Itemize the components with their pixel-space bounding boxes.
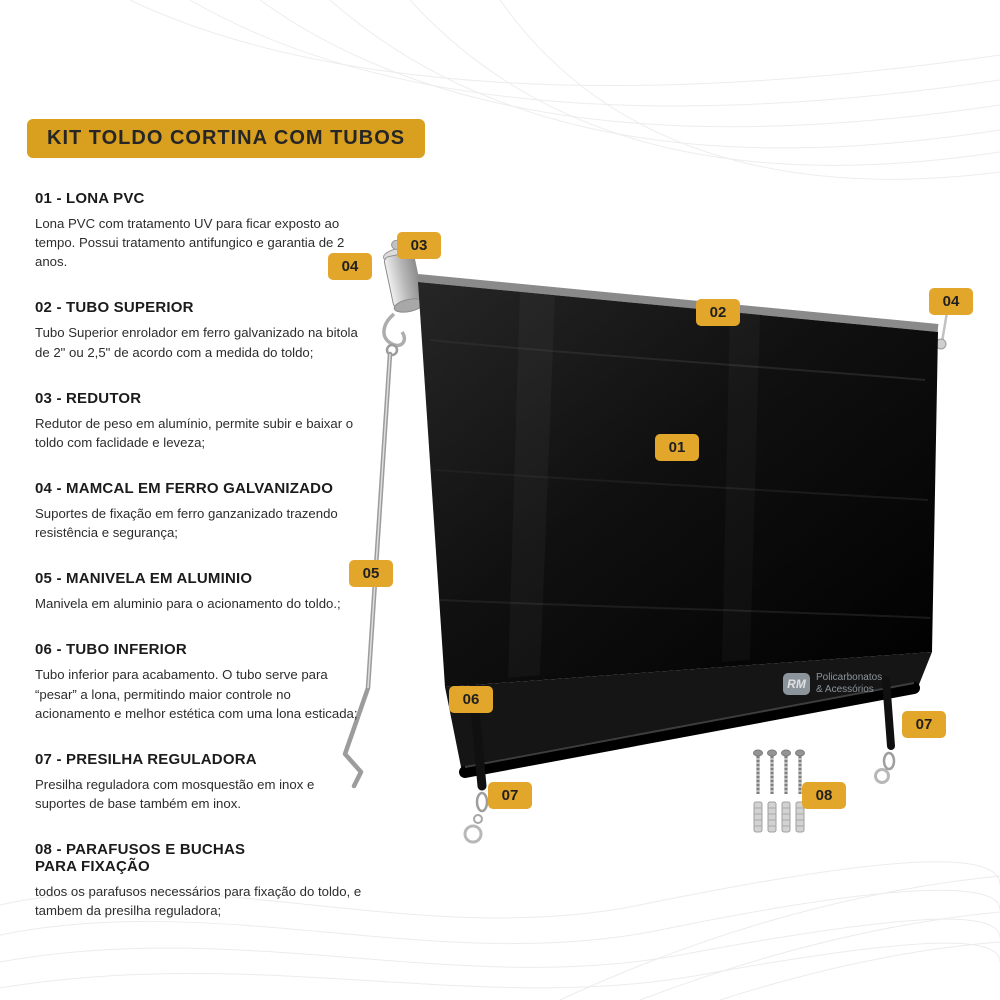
product-illustration [342,239,950,844]
part-badge-07-right: 07 [902,711,946,738]
item-heading: 08 - PARAFUSOS E BUCHAS PARA FIXAÇÃO [35,841,246,876]
list-item-03: 03 - REDUTOR Redutor de peso em alumínio… [35,390,367,452]
part-badge-04-right: 04 [929,288,973,315]
item-description: Lona PVC com tratamento UV para ficar ex… [35,216,345,270]
item-description: Suportes de fixação em ferro ganzanizado… [35,505,338,541]
bottom-curves [0,861,1000,1000]
list-item-05: 05 - MANIVELA EM ALUMINIO Manivela em al… [35,570,367,613]
list-item-04: 04 - MAMCAL EM FERRO GALVANIZADO Suporte… [35,480,367,542]
list-item-08: 08 - PARAFUSOS E BUCHAS PARA FIXAÇÃO tod… [35,841,367,920]
pvc-tarp [418,282,938,687]
top-curves [129,0,1000,180]
item-description: todos os parafusos necessários para fixa… [35,884,362,919]
part-badge-01: 01 [655,434,699,461]
screw [781,749,791,833]
brand-logo: RM [783,673,810,695]
item-description: Tubo Superior enrolador em ferro galvani… [35,325,358,360]
list-item-01: 01 - LONA PVC Lona PVC com tratamento UV… [35,190,367,271]
part-badge-04-left: 04 [328,253,372,280]
upper-tube [417,274,939,332]
brand-line1: Policarbonatos [816,672,883,683]
part-badge-03: 03 [397,232,441,259]
bracket-hook [382,312,407,348]
item-description: Tubo inferior para acabamento. O tubo se… [35,667,358,721]
screw [753,749,763,833]
page-title: KIT TOLDO CORTINA COM TUBOS [27,119,426,158]
item-heading: 04 - MAMCAL EM FERRO GALVANIZADO [35,479,334,497]
item-heading: 01 - LONA PVC [35,190,145,207]
item-heading: 02 - TUBO SUPERIOR [35,299,194,317]
part-badge-07-bottom: 07 [488,782,532,809]
list-item-06: 06 - TUBO INFERIOR Tubo inferior para ac… [35,641,367,722]
brand-line2: & Acessórios [816,684,874,695]
screw [795,749,805,833]
item-heading: 07 - PRESILHA REGULADORA [35,750,257,768]
brand-watermark: RM Policarbonatos & Acessórios [783,672,882,696]
parts-list: 01 - LONA PVC Lona PVC com tratamento UV… [35,190,367,948]
right-strap-clip [874,676,896,784]
item-heading: 06 - TUBO INFERIOR [35,641,187,659]
item-heading: 03 - REDUTOR [35,389,142,407]
bottom-tube [445,652,932,778]
screws-and-anchors [753,749,805,833]
part-badge-08: 08 [802,782,846,809]
item-description: Redutor de peso em alumínio, permite sub… [35,415,354,450]
part-badge-05: 05 [349,560,393,587]
list-item-07: 07 - PRESILHA REGULADORA Presilha regula… [35,751,367,813]
item-description: Manivela em aluminio para o acionamento … [35,596,341,612]
part-badge-06: 06 [449,686,493,713]
list-item-02: 02 - TUBO SUPERIOR Tubo Superior enrolad… [35,299,367,361]
part-badge-02: 02 [696,299,740,326]
item-heading: 05 - MANIVELA EM ALUMINIO [35,570,253,588]
item-description: Presilha reguladora com mosquestão em in… [35,776,315,811]
screw [767,749,777,833]
brand-name: Policarbonatos & Acessórios [816,672,882,696]
